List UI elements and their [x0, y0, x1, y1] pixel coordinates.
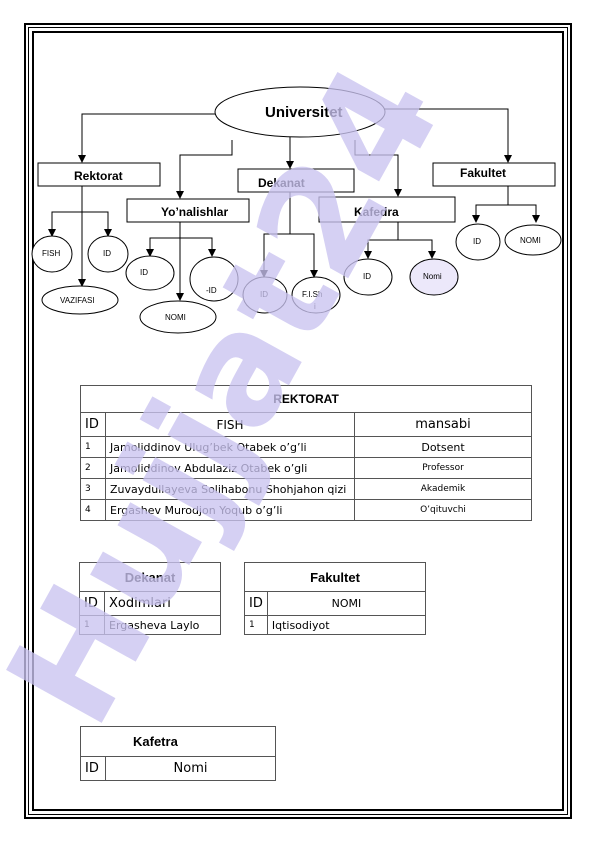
table-header: Xodimlari — [104, 591, 221, 616]
kafetra-table: Kafetra ID Nomi — [80, 726, 276, 781]
yonalishlar-label: Yo’nalishlar — [161, 205, 229, 219]
rektorat-box — [37, 162, 161, 187]
fish-label: FISH — [42, 249, 61, 258]
kafedra-box — [318, 196, 456, 223]
table-cell: Zuvaydullayeva Solihabonu Shohjahon qizi — [105, 478, 355, 500]
dekanat-id-label: ID — [260, 290, 268, 299]
vazifasi-label: VAZIFASI — [60, 296, 95, 305]
fakultet-nomi-label: NOMI — [520, 236, 541, 245]
table-row: 4 Ergashev Murodjon Yoqub o’g’li O’qituv… — [80, 499, 532, 521]
table-header: NOMI — [266, 591, 427, 616]
kafedra-label: Kafedra — [354, 205, 399, 219]
yonalish-nomi-ellipse — [139, 300, 217, 334]
rektorat-table: REKTORAT ID FISH mansabi 1 Jamoliddinov … — [80, 385, 532, 521]
page-border-middle — [28, 27, 568, 815]
kafedra-nomi-label: Nomi — [423, 272, 442, 281]
table-cell: Dotsent — [354, 436, 532, 458]
yonalish-nomi-label: NOMI — [165, 313, 186, 322]
table-cell: Jamoliddinov Ulug’bek Otabek o’g’li — [105, 436, 355, 458]
dekanat-fish-label-2: i — [314, 302, 316, 311]
dekanat-table: Dekanat ID Xodimlari 1 Ergasheva Laylo — [79, 562, 221, 635]
fish-ellipse — [31, 235, 73, 273]
table-cell: 1 — [79, 615, 105, 635]
universitet-ellipse — [214, 86, 386, 138]
yonalish-id-ellipse — [125, 255, 175, 291]
table-row: 1 Iqtisodiyot — [244, 615, 427, 635]
table-cell: 2 — [80, 457, 106, 479]
fakultet-box — [432, 162, 556, 187]
table-header: Nomi — [105, 756, 276, 781]
table-header: mansabi — [354, 412, 532, 437]
fakultet-label: Fakultet — [460, 166, 507, 180]
rektorat-table-title: REKTORAT — [80, 385, 532, 413]
table-cell: Ergashev Murodjon Yoqub o’g’li — [105, 499, 355, 521]
yonalish-minus-id-ellipse — [189, 256, 239, 302]
yonalish-id-label: ID — [140, 268, 148, 277]
table-row: 3 Zuvaydullayeva Solihabonu Shohjahon qi… — [80, 478, 532, 500]
table-cell: Professor — [354, 457, 532, 479]
yonalishlar-box — [126, 198, 250, 223]
kafedra-id-label: ID — [363, 272, 371, 281]
dekanat-table-title: Dekanat — [79, 562, 221, 592]
table-cell: 1 — [80, 436, 106, 458]
dekanat-id-ellipse — [242, 276, 288, 314]
rektorat-label: Rektorat — [74, 169, 123, 183]
universitet-label: Universitet — [265, 104, 343, 121]
table-cell: Iqtisodiyot — [266, 615, 427, 635]
table-row: 1 Jamoliddinov Ulug’bek Otabek o’g’li Do… — [80, 436, 532, 458]
fakultet-id-label: ID — [473, 237, 481, 246]
table-row: 2 Jamoliddinov Abdulaziz Otabek o’gli Pr… — [80, 457, 532, 479]
table-cell: Ergasheva Laylo — [104, 615, 221, 635]
rektorat-id-ellipse — [87, 235, 129, 273]
yonalish-minus-id-label: -ID — [206, 286, 217, 295]
table-cell: O’qituvchi — [354, 499, 532, 521]
table-header: ID — [80, 412, 106, 437]
table-header: ID — [79, 591, 105, 616]
dekanat-fish-ellipse — [291, 276, 341, 314]
table-header: ID — [80, 756, 106, 781]
table-cell: 1 — [244, 615, 268, 635]
fakultet-nomi-ellipse — [504, 224, 562, 256]
fakultet-table-title: Fakultet — [244, 562, 426, 592]
rektorat-id-label: ID — [103, 249, 111, 258]
kafedra-nomi-ellipse — [409, 258, 459, 296]
table-cell: 4 — [80, 499, 106, 521]
fakultet-id-ellipse — [455, 223, 501, 261]
fakultet-table: Fakultet ID NOMI 1 Iqtisodiyot — [244, 562, 427, 635]
kafetra-table-title: Kafetra — [80, 726, 276, 757]
table-cell: Jamoliddinov Abdulaziz Otabek o’gli — [105, 457, 355, 479]
dekanat-label: Dekanat — [258, 176, 305, 190]
table-header: FISH — [105, 412, 355, 437]
page-border-outer — [24, 23, 572, 819]
kafedra-id-ellipse — [343, 258, 393, 296]
vazifasi-ellipse — [41, 285, 119, 315]
page-border-inner — [32, 31, 564, 811]
table-cell: 3 — [80, 478, 106, 500]
dekanat-box — [237, 168, 355, 193]
table-header: ID — [244, 591, 268, 616]
dekanat-fish-label: F.I.Sh — [302, 290, 323, 299]
table-row: 1 Ergasheva Laylo — [79, 615, 221, 635]
table-cell: Akademik — [354, 478, 532, 500]
